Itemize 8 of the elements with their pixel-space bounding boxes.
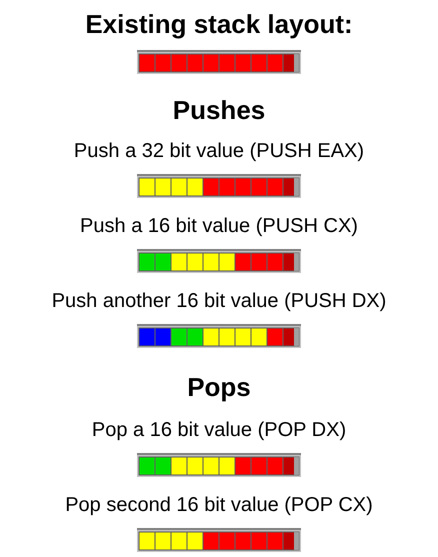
heading: Pops bbox=[187, 371, 251, 403]
caption-text: Pop second 16 bit value (POP CX) bbox=[65, 493, 373, 518]
caption-text: Push a 16 bit value (PUSH CX) bbox=[80, 214, 358, 239]
caption-text: Push another 16 bit value (PUSH DX) bbox=[52, 289, 386, 314]
heading: Pushes bbox=[172, 94, 266, 126]
caption-text: Push a 32 bit value (PUSH EAX) bbox=[74, 139, 364, 164]
caption-text: Pop a 16 bit value (POP DX) bbox=[92, 418, 346, 443]
heading: Existing stack layout: bbox=[85, 8, 353, 40]
